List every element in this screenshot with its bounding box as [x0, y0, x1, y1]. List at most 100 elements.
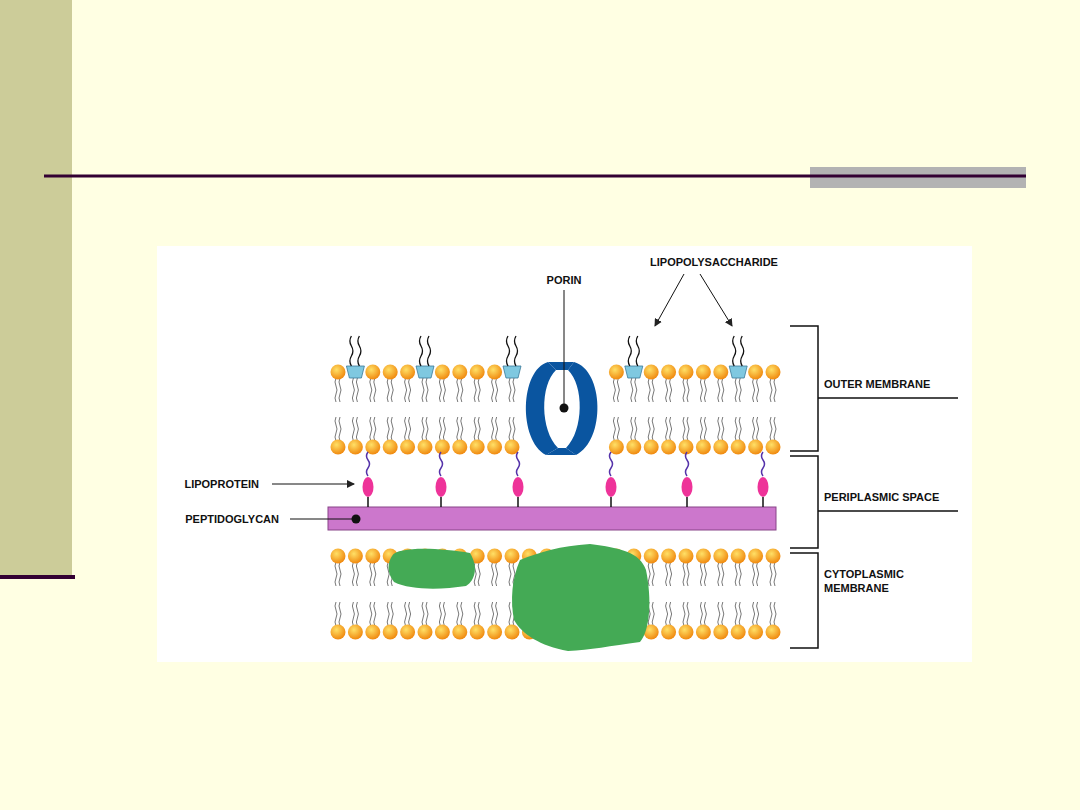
lipid-stroke	[774, 562, 776, 586]
lipid-head	[609, 365, 624, 380]
lps-core	[625, 366, 643, 378]
lipid-head	[661, 440, 676, 455]
lipid-stroke	[370, 602, 372, 626]
lipid-head	[748, 440, 763, 455]
lipid-stroke	[687, 417, 689, 441]
leader-dot	[352, 515, 361, 524]
lipid-head	[348, 440, 363, 455]
peptidoglycan-layer	[328, 507, 776, 530]
bracket	[790, 456, 958, 548]
lipid-stroke	[753, 417, 755, 441]
lipid-stroke	[718, 602, 720, 626]
lipid-stroke	[422, 378, 424, 402]
lipid-stroke	[613, 417, 615, 441]
lipid-stroke	[613, 378, 615, 402]
lipoprotein	[606, 477, 617, 497]
lipid-stroke	[718, 378, 720, 402]
lipid-stroke	[374, 602, 376, 626]
lipid-head	[331, 549, 346, 564]
lipid-stroke	[670, 602, 672, 626]
lipid-stroke	[757, 378, 759, 402]
lipid-head	[731, 440, 746, 455]
lipid-stroke	[409, 602, 411, 626]
lipoprotein-chain	[517, 452, 520, 476]
part-label: LIPOPROTEIN	[183, 477, 260, 491]
lipid-head	[383, 440, 398, 455]
lipoprotein-chain	[610, 452, 613, 476]
lipid-head	[331, 365, 346, 380]
lipid-stroke	[700, 378, 702, 402]
lipid-stroke	[700, 417, 702, 441]
lipid-stroke	[683, 417, 685, 441]
lipid-head	[365, 625, 380, 640]
figure-ground	[157, 246, 972, 662]
lipid-stroke	[339, 378, 341, 402]
lipid-stroke	[492, 562, 494, 586]
lipid-stroke	[405, 417, 407, 441]
part-label: LIPOPOLYSACCHARIDE	[649, 255, 779, 269]
lipid-head	[452, 440, 467, 455]
lipid-head	[418, 440, 433, 455]
lipid-head	[400, 440, 415, 455]
leader-line	[290, 519, 354, 520]
lipid-stroke	[426, 378, 428, 402]
lipid-head	[626, 440, 641, 455]
lipid-stroke	[722, 562, 724, 586]
lipid-stroke	[770, 562, 772, 586]
leader-arrow	[272, 484, 354, 485]
lipid-stroke	[474, 378, 476, 402]
lipid-stroke	[631, 417, 633, 441]
lipoprotein-chain	[686, 452, 689, 476]
lipid-stroke	[492, 602, 494, 626]
lipid-head	[661, 549, 676, 564]
lipid-head	[696, 549, 711, 564]
part-label: OUTER MEMBRANE	[823, 377, 931, 391]
lipid-stroke	[457, 378, 459, 402]
lipid-stroke	[474, 417, 476, 441]
lipid-head	[766, 440, 781, 455]
lipid-stroke	[335, 562, 337, 586]
lipid-stroke	[461, 378, 463, 402]
lipid-stroke	[635, 378, 637, 402]
title-bar	[810, 167, 1026, 188]
lipid-stroke	[670, 417, 672, 441]
lipid-stroke	[370, 562, 372, 586]
lipid-head	[679, 549, 694, 564]
lipid-head	[487, 625, 502, 640]
lipid-stroke	[739, 378, 741, 402]
lipid-head	[713, 365, 728, 380]
part-label: PERIPLASMIC SPACE	[823, 490, 940, 504]
lipid-stroke	[443, 602, 445, 626]
lipoprotein	[513, 477, 524, 497]
lipid-stroke	[496, 602, 498, 626]
lipid-head	[696, 625, 711, 640]
lipid-head	[487, 549, 502, 564]
lipid-stroke	[335, 417, 337, 441]
lipid-stroke	[422, 602, 424, 626]
lipid-head	[452, 625, 467, 640]
lipoprotein	[436, 477, 447, 497]
lipid-head	[383, 365, 398, 380]
lipid-stroke	[509, 378, 511, 402]
lipid-stroke	[722, 602, 724, 626]
lipid-stroke	[352, 602, 354, 626]
lipid-stroke	[478, 602, 480, 626]
lps-chain	[507, 336, 510, 366]
lipid-stroke	[370, 378, 372, 402]
lipid-stroke	[670, 378, 672, 402]
lipid-stroke	[753, 602, 755, 626]
lipoprotein	[682, 477, 693, 497]
lipid-head	[696, 440, 711, 455]
lipid-stroke	[461, 417, 463, 441]
lipid-stroke	[770, 417, 772, 441]
lipid-stroke	[391, 417, 393, 441]
lipid-head	[696, 365, 711, 380]
lipid-stroke	[753, 562, 755, 586]
lipid-head	[365, 549, 380, 564]
lipid-stroke	[735, 417, 737, 441]
leader-arrow	[700, 274, 732, 326]
lipid-head	[400, 365, 415, 380]
lipid-stroke	[757, 602, 759, 626]
lipid-stroke	[352, 562, 354, 586]
lipid-head	[748, 549, 763, 564]
